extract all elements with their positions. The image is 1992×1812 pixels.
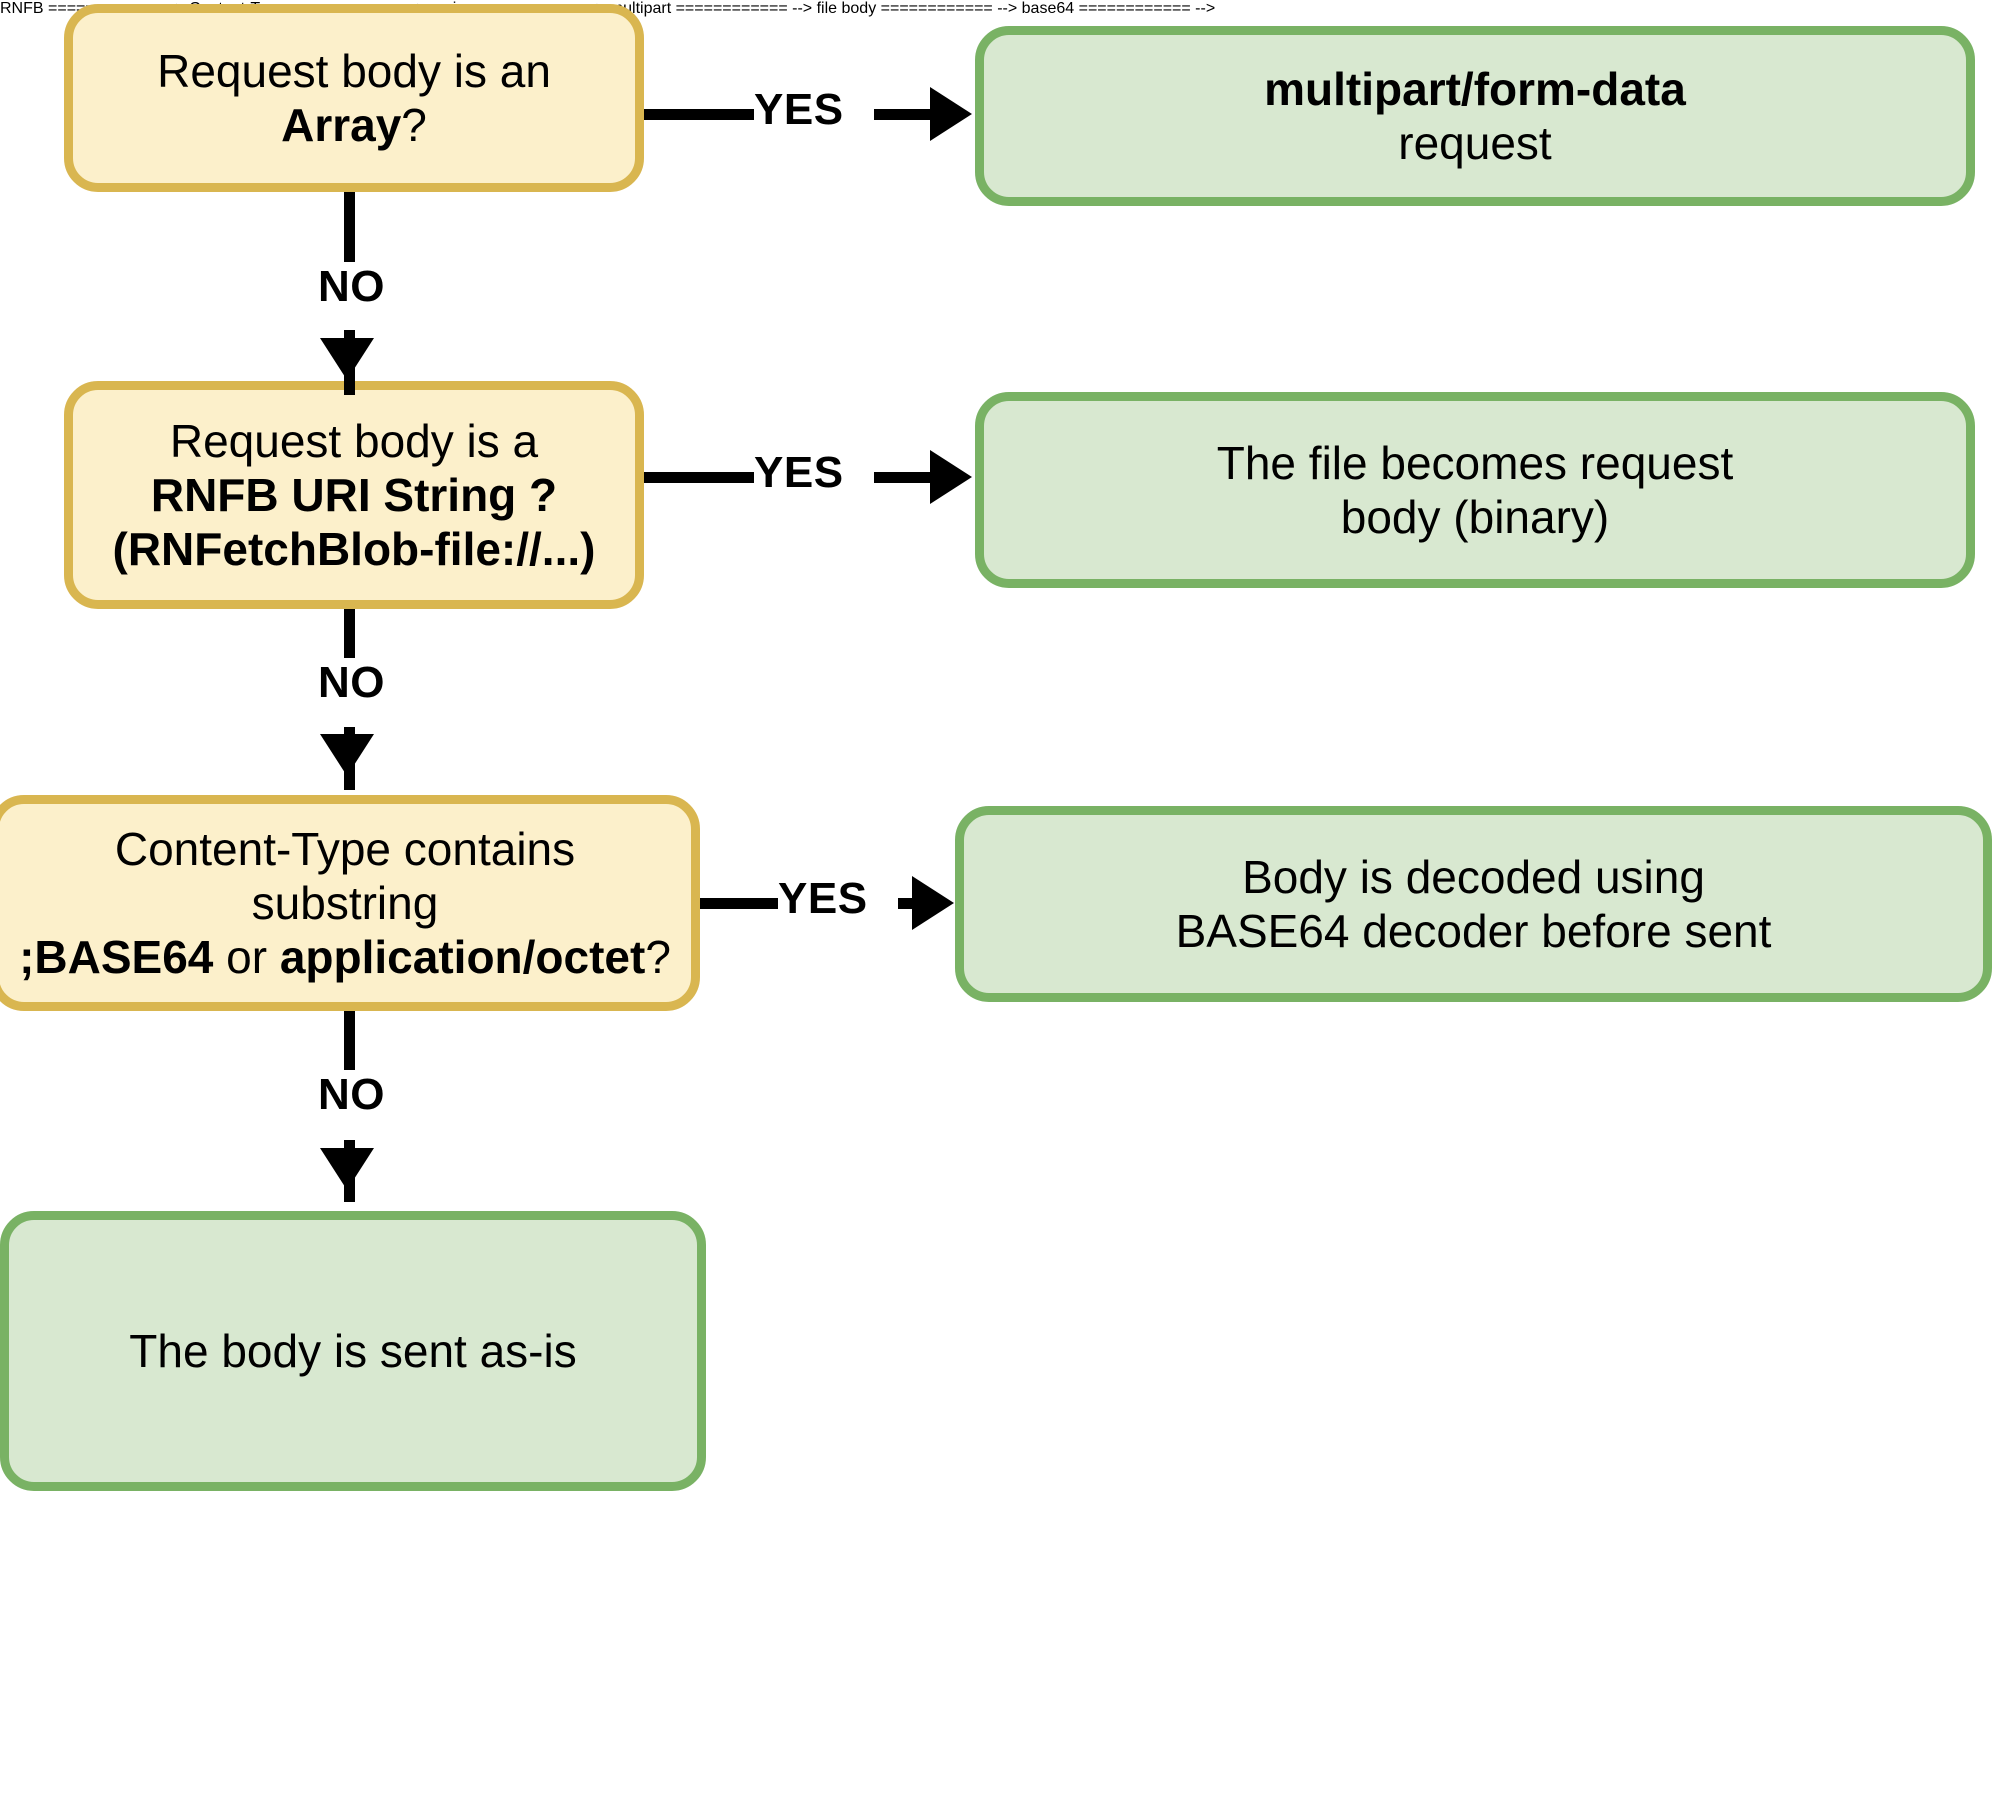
base64-line1: Body is decoded using — [1242, 850, 1705, 903]
ctype-bold-base64: ;BASE64 — [19, 931, 214, 984]
arrowhead-yes-3-icon — [912, 876, 954, 930]
terminal-node-as-is-result-text: The body is sent as-is — [129, 1324, 577, 1377]
connector-no-3-upper — [344, 1011, 355, 1111]
ctype-line1: Content-Type contains substring — [114, 822, 576, 929]
rnfb-line3: (RNFetchBlob-file://...) — [112, 523, 596, 576]
rnfb-line2: RNFB URI String ? — [150, 468, 558, 521]
connector-yes-3-left — [700, 898, 780, 909]
filebody-line2: body (binary) — [1340, 491, 1610, 543]
arrowhead-no-2-icon — [320, 734, 374, 776]
array-check-prefix: Request body is an — [157, 44, 551, 97]
terminal-node-as-is-result[interactable]: The body is sent as-is — [0, 1211, 706, 1491]
connector-no-2-upper — [344, 609, 355, 704]
base64-line2: BASE64 decoder before sent — [1175, 905, 1772, 957]
decision-node-content-type-check-text: Content-Type contains substring;BASE64 o… — [17, 822, 673, 985]
connector-yes-1-left — [644, 109, 754, 120]
arrowhead-no-1-icon — [320, 338, 374, 380]
ctype-bold-octet: application/octet — [279, 931, 646, 984]
decision-node-array-check[interactable]: Request body is an Array? — [64, 4, 644, 192]
arrowhead-yes-1-icon — [930, 87, 972, 141]
filebody-line1: The file becomes request — [1216, 436, 1734, 489]
connector-yes-2-left — [644, 472, 754, 483]
connector-no-1-upper — [344, 192, 355, 292]
decision-node-content-type-check[interactable]: Content-Type contains substring;BASE64 o… — [0, 795, 700, 1011]
edge-label-no-1: NO — [318, 262, 385, 312]
edge-label-no-2: NO — [318, 658, 385, 708]
arrowhead-yes-2-icon — [930, 450, 972, 504]
edge-label-yes-2: YES — [754, 448, 844, 498]
array-check-suffix: ? — [401, 99, 427, 151]
edge-label-yes-1: YES — [754, 85, 844, 135]
decision-node-array-check-text: Request body is an Array? — [91, 44, 617, 153]
rnfb-line1: Request body is a — [169, 414, 539, 467]
connector-yes-1-right — [874, 109, 944, 120]
connector-yes-2-right — [874, 472, 944, 483]
edge-label-no-3: NO — [318, 1070, 385, 1120]
multipart-line1: multipart/form-data — [1264, 62, 1686, 115]
multipart-line2: request — [1398, 117, 1552, 169]
ctype-suffix: ? — [645, 931, 671, 984]
arrowhead-no-3-icon — [320, 1148, 374, 1190]
array-check-bold: Array — [281, 99, 402, 151]
edge-label-yes-3: YES — [778, 874, 868, 924]
ctype-mid-or: or — [213, 931, 280, 984]
